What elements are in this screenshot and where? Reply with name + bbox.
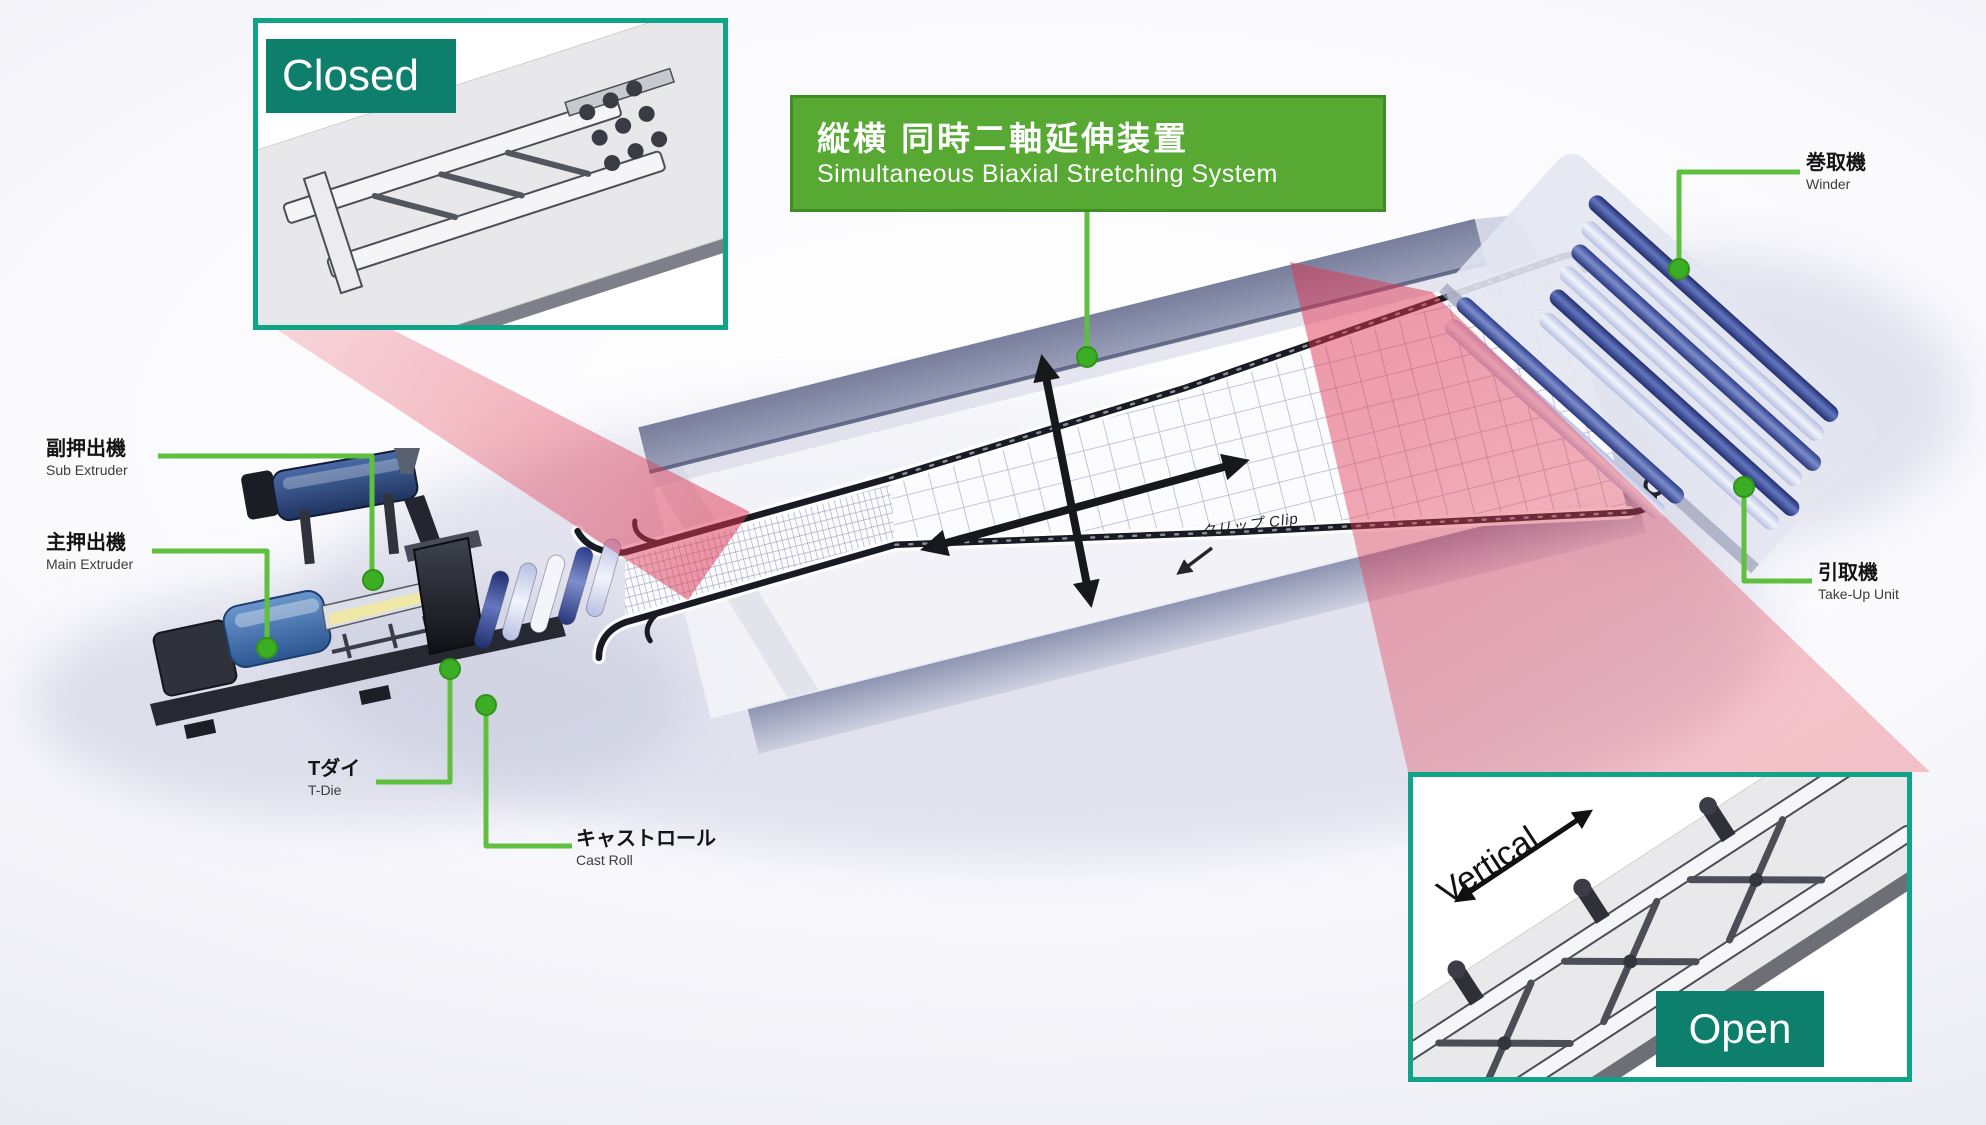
connector-cast-roll <box>483 706 572 849</box>
winder-unit <box>1438 153 1875 574</box>
open-inset: Vertical Open <box>1408 772 1912 1082</box>
open-rail <box>1442 824 1907 1077</box>
sub-extruder-hopper <box>394 448 420 474</box>
connector-dots <box>256 258 1755 716</box>
sub-extruder-barrel <box>271 448 419 522</box>
dot-take-up <box>1733 476 1755 498</box>
banner-title-en: Simultaneous Biaxial Stretching System <box>817 160 1278 189</box>
clip-pointer-arrow <box>1176 546 1214 575</box>
label-t-die-en: T-Die <box>308 782 342 798</box>
dot-banner <box>1076 346 1098 368</box>
connector-main-extruder <box>152 548 270 646</box>
banner-title-jp: 縦横 同時二軸延伸装置 <box>817 119 1190 157</box>
connector-take-up <box>1741 488 1812 584</box>
label-winder-jp: 巻取機 <box>1806 152 1866 174</box>
connector-sub-extruder <box>158 453 375 578</box>
connector-lines <box>152 169 1812 849</box>
oven-top-band <box>638 218 1486 473</box>
dot-main-extruder <box>256 637 278 659</box>
vertical-direction-arrow <box>1454 809 1593 903</box>
transverse-direction-arrow <box>1033 353 1100 609</box>
closed-rail <box>326 150 666 278</box>
winder-roller <box>1588 195 1839 422</box>
open-label: Open <box>1656 991 1824 1067</box>
label-sub-extruder-en: Sub Extruder <box>46 462 128 478</box>
winder-roller <box>1571 244 1822 471</box>
sub-extruder-motor <box>241 470 279 520</box>
connector-t-die <box>376 670 453 785</box>
closed-rail <box>282 96 622 224</box>
winder-roller <box>1581 221 1824 442</box>
label-t-die-jp: Tダイ <box>308 758 361 780</box>
cast-rolls <box>473 538 622 650</box>
label-cast-roll-jp: キャストロール <box>576 828 716 850</box>
closed-projection-beam <box>256 260 750 600</box>
take-up-roller <box>1456 297 1684 504</box>
label-cast-roll-en: Cast Roll <box>576 852 633 868</box>
stretch-arrows <box>920 353 1250 609</box>
label-winder-en: Winder <box>1806 176 1851 192</box>
dot-sub-extruder <box>362 569 384 591</box>
label-winder: 巻取機 Winder <box>1806 152 1866 192</box>
closed-label: Closed <box>266 39 456 113</box>
label-take-up-en: Take-Up Unit <box>1818 586 1899 602</box>
open-projection-beam <box>1290 262 1930 772</box>
dot-t-die <box>439 658 461 680</box>
closed-inset-illustration <box>258 23 723 325</box>
dot-cast-roll <box>475 694 497 716</box>
label-sub-extruder: 副押出機 Sub Extruder <box>46 438 128 478</box>
label-sub-extruder-jp: 副押出機 <box>46 438 126 460</box>
label-take-up: 引取機 Take-Up Unit <box>1818 562 1899 602</box>
dot-winder <box>1668 258 1690 280</box>
closed-inset: Closed <box>253 18 728 330</box>
label-main-extruder-en: Main Extruder <box>46 556 134 572</box>
label-main-extruder: 主押出機 Main Extruder <box>46 532 133 572</box>
vertical-axis-label: Vertical <box>1431 819 1545 912</box>
open-pantograph-links <box>1435 797 1826 1077</box>
label-cast-roll: キャストロール Cast Roll <box>576 828 716 868</box>
open-rail <box>1413 777 1869 1066</box>
label-clip-en: Clip <box>1267 510 1300 532</box>
label-main-extruder-jp: 主押出機 <box>46 532 126 554</box>
label-take-up-jp: 引取機 <box>1818 562 1878 584</box>
winder-roller <box>1549 289 1800 516</box>
title-banner: 縦横 同時二軸延伸装置 Simultaneous Biaxial Stretch… <box>790 95 1386 212</box>
closed-clip-cluster <box>579 80 668 171</box>
winder-roller <box>1559 266 1803 487</box>
winder-roller <box>1539 312 1779 530</box>
label-t-die: Tダイ T-Die <box>308 758 360 798</box>
connector-winder <box>1676 169 1800 268</box>
